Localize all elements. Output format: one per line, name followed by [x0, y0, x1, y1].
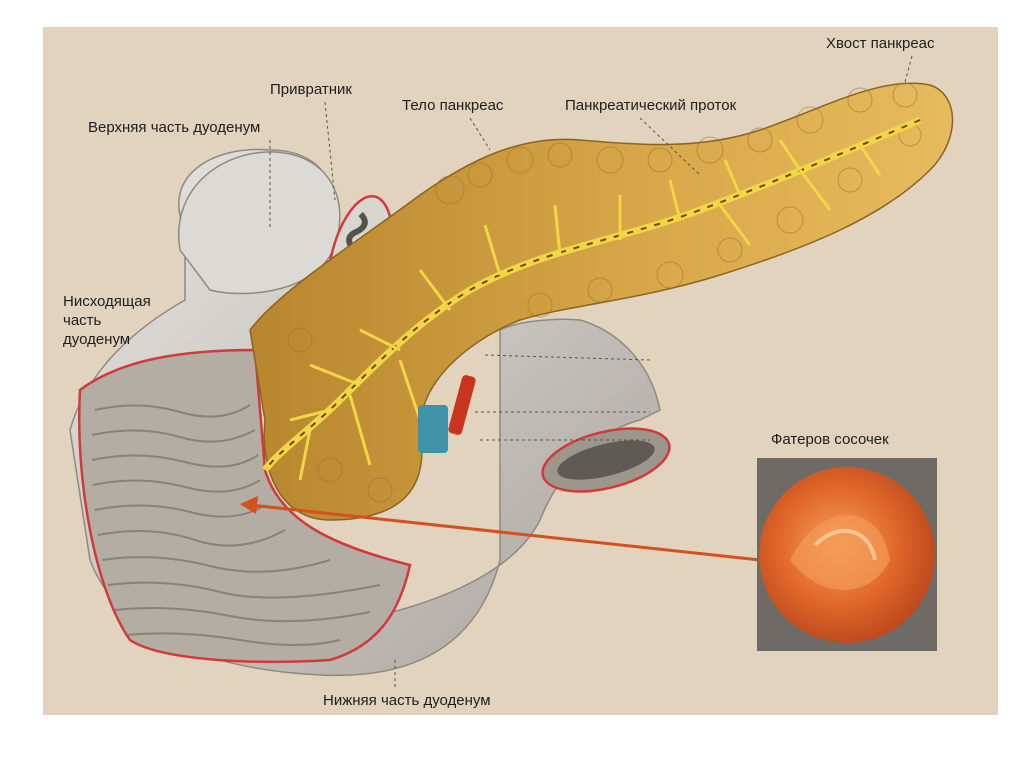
label-upper-duodenum: Верхняя часть дуоденум: [88, 119, 261, 136]
vessels: [418, 375, 476, 453]
pancreas: [249, 82, 954, 521]
label-pylorus: Привратник: [270, 81, 352, 98]
label-descending-line-1: Нисходящая: [63, 293, 151, 310]
label-lower-duodenum: Нижняя часть дуоденум: [323, 692, 491, 709]
papilla-arrow: [240, 496, 761, 562]
duodenum: [69, 148, 671, 677]
vater-papilla-inset: [757, 458, 937, 651]
label-body: Тело панкреас: [402, 97, 504, 114]
label-vater-papilla: Фатеров сосочек: [771, 431, 889, 448]
label-descending-line-2: часть: [63, 312, 102, 329]
label-descending-line-3: дуоденум: [63, 331, 131, 348]
label-duct: Панкреатический проток: [565, 97, 737, 114]
label-descending-duodenum: Нисходящая часть дуоденум: [63, 292, 183, 349]
label-tail: Хвост панкреас: [826, 35, 935, 52]
leader-lines: [269, 55, 913, 690]
